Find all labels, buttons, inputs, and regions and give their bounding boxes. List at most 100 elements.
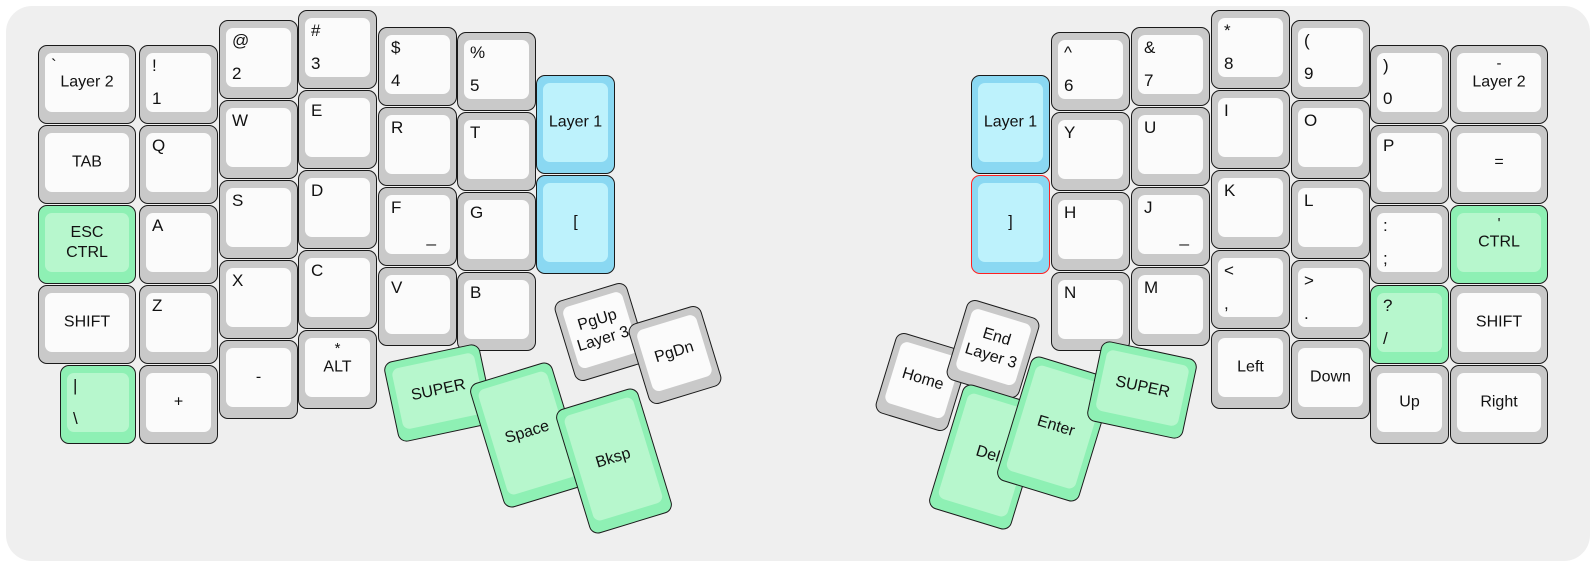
- key-3-hash[interactable]: #3: [298, 10, 377, 89]
- key-legend-center: ]: [1008, 213, 1013, 231]
- key-legend-primary: M: [1144, 278, 1159, 297]
- key-legend-center: Up: [1399, 393, 1420, 411]
- key-4-dollar[interactable]: $4: [378, 27, 457, 106]
- key-k[interactable]: K: [1211, 170, 1290, 249]
- key-v[interactable]: V: [378, 267, 457, 346]
- key-b[interactable]: B: [457, 272, 536, 351]
- key-semicolon-colon[interactable]: :;: [1370, 205, 1449, 284]
- key-equals[interactable]: =: [1450, 125, 1548, 204]
- key-legend-center: SUPER: [409, 376, 468, 405]
- key-1-exclaim[interactable]: !1: [139, 45, 218, 124]
- key-alt-asterisk[interactable]: *ALT: [298, 330, 377, 409]
- key-8-asterisk[interactable]: *8: [1211, 10, 1290, 89]
- key-f[interactable]: F_: [378, 187, 457, 266]
- key-cap: W: [226, 108, 291, 167]
- key-legend-base: 6: [1064, 76, 1074, 96]
- key-j[interactable]: J_: [1131, 187, 1210, 266]
- key-slash-question[interactable]: ?/: [1370, 285, 1449, 364]
- key-x[interactable]: X: [219, 260, 298, 339]
- key-down[interactable]: Down: [1291, 340, 1370, 419]
- key-legend-primary: D: [311, 181, 324, 200]
- key-legend-center: Left: [1237, 358, 1264, 376]
- key-s[interactable]: S: [219, 180, 298, 259]
- key-cap: K: [1218, 178, 1283, 237]
- key-cap: ?/: [1377, 293, 1442, 352]
- key-l[interactable]: L: [1291, 180, 1370, 259]
- key-p[interactable]: P: [1370, 125, 1449, 204]
- key-legend-shifted: ?: [1383, 296, 1393, 315]
- key-0-rparen[interactable]: )0: [1370, 45, 1449, 124]
- key-layer1-left[interactable]: Layer 1: [536, 75, 615, 174]
- key-legend-base: ;: [1383, 249, 1388, 269]
- key-left[interactable]: Left: [1211, 330, 1290, 409]
- key-i[interactable]: I: [1211, 90, 1290, 169]
- key-cap: Layer 1: [978, 83, 1043, 162]
- key-w[interactable]: W: [219, 100, 298, 179]
- key-right[interactable]: Right: [1450, 365, 1548, 444]
- key-cap: E: [305, 98, 370, 157]
- key-legend-base: 0: [1383, 89, 1393, 109]
- key-ctrl-quote[interactable]: 'CTRL: [1450, 205, 1548, 284]
- key-cap: M: [1138, 275, 1203, 334]
- key-cap: U: [1138, 115, 1203, 174]
- key-up[interactable]: Up: [1370, 365, 1449, 444]
- key-y[interactable]: Y: [1051, 112, 1130, 191]
- key-legend-center: Down: [1310, 368, 1351, 386]
- key-u[interactable]: U: [1131, 107, 1210, 186]
- key-7-ampersand[interactable]: &7: [1131, 27, 1210, 106]
- key-legend-center: Enter: [1035, 412, 1077, 440]
- key-tab[interactable]: TAB: [38, 125, 136, 204]
- key-a[interactable]: A: [139, 205, 218, 284]
- key-m[interactable]: M: [1131, 267, 1210, 346]
- key-c[interactable]: C: [298, 250, 377, 329]
- key-cap: R: [385, 115, 450, 174]
- key-legend-center: Layer 1: [983, 113, 1038, 131]
- key-legend-primary: U: [1144, 118, 1157, 137]
- key-cap: -Layer 2: [1457, 53, 1541, 112]
- key-legend-shifted: !: [152, 56, 157, 75]
- key-g[interactable]: G: [457, 192, 536, 271]
- key-n[interactable]: N: [1051, 272, 1130, 351]
- key-cap: )0: [1377, 53, 1442, 112]
- key-e[interactable]: E: [298, 90, 377, 169]
- key-legend-shifted: ): [1383, 56, 1389, 75]
- key-cap: =: [1457, 133, 1541, 192]
- key-bracket-left[interactable]: [: [536, 175, 615, 274]
- key-cap: V: [385, 275, 450, 334]
- key-legend-base: 1: [152, 89, 162, 109]
- key-t[interactable]: T: [457, 112, 536, 191]
- key-minus[interactable]: -: [219, 340, 298, 419]
- key-shift[interactable]: SHIFT: [38, 285, 136, 364]
- key-cap: B: [464, 280, 529, 339]
- key-pipe-backslash[interactable]: |\: [60, 365, 136, 444]
- key-comma-lt[interactable]: <,: [1211, 250, 1290, 329]
- key-legend-primary: Y: [1064, 123, 1076, 142]
- key-5-percent[interactable]: %5: [457, 32, 536, 111]
- key-layer2-grave[interactable]: `Layer 2: [38, 45, 136, 124]
- key-shift-right[interactable]: SHIFT: [1450, 285, 1548, 364]
- key-h[interactable]: H: [1051, 192, 1130, 271]
- key-plus[interactable]: +: [139, 365, 218, 444]
- key-period-gt[interactable]: >.: [1291, 260, 1370, 339]
- key-legend-shifted: `: [51, 56, 57, 75]
- key-legend-shifted: |: [73, 376, 78, 395]
- key-d[interactable]: D: [298, 170, 377, 249]
- key-cap: J_: [1138, 195, 1203, 254]
- key-9-lparen[interactable]: (9: [1291, 20, 1370, 99]
- key-legend-center: Home: [899, 364, 946, 394]
- key-cap: A: [146, 213, 211, 272]
- key-layer1-right[interactable]: Layer 1: [971, 75, 1050, 174]
- key-bracket-right[interactable]: ]: [971, 175, 1050, 274]
- key-legend-center: Layer 2: [1472, 73, 1526, 91]
- key-2-at[interactable]: @2: [219, 20, 298, 99]
- key-legend-shifted: ^: [1064, 43, 1072, 62]
- key-o[interactable]: O: [1291, 100, 1370, 179]
- key-r[interactable]: R: [378, 107, 457, 186]
- key-legend-primary: Q: [152, 136, 166, 155]
- key-6-caret[interactable]: ^6: [1051, 32, 1130, 111]
- key-q[interactable]: Q: [139, 125, 218, 204]
- key-layer2-minus[interactable]: -Layer 2: [1450, 45, 1548, 124]
- key-z[interactable]: Z: [139, 285, 218, 364]
